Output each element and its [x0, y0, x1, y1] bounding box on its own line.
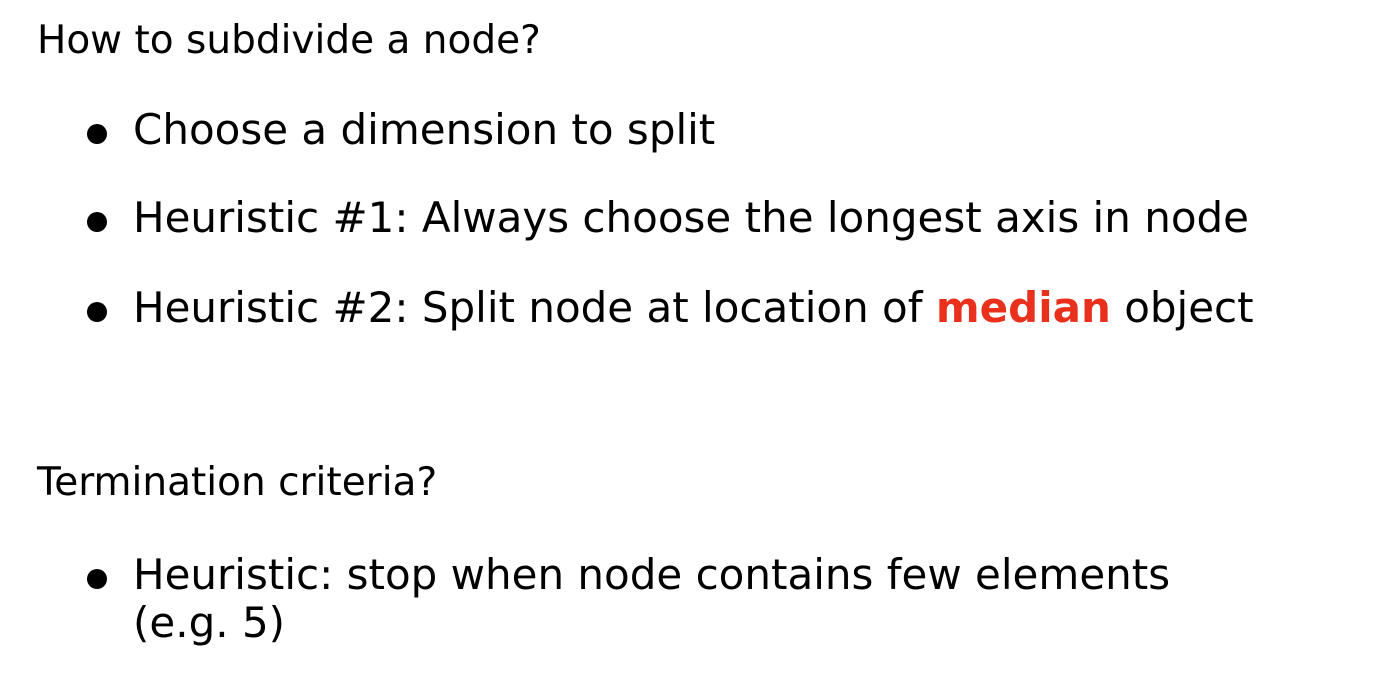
- bullet-dot-icon: [87, 302, 107, 322]
- bullet-text: Heuristic #1: Always choose the longest …: [133, 193, 1250, 242]
- subdivide-heading: How to subdivide a node?: [37, 18, 541, 63]
- bullet-dot-icon: [87, 569, 107, 589]
- bullet-dot-icon: [87, 212, 107, 232]
- bullet-text-before: Heuristic #2: Split node at location of: [133, 283, 936, 332]
- bullet-text: Heuristic: stop when node contains few e…: [133, 551, 1170, 647]
- termination-heading: Termination criteria?: [37, 460, 438, 505]
- bullet-text: Heuristic #2: Split node at location of …: [133, 284, 1254, 332]
- bullet-line-1: Heuristic: stop when node contains few e…: [133, 550, 1171, 599]
- bullet-text: Choose a dimension to split: [133, 105, 716, 154]
- median-highlight: median: [935, 283, 1111, 332]
- bullet-line-2: (e.g. 5): [133, 598, 286, 647]
- bullet-text-after: object: [1110, 283, 1254, 332]
- bullet-dot-icon: [87, 124, 107, 144]
